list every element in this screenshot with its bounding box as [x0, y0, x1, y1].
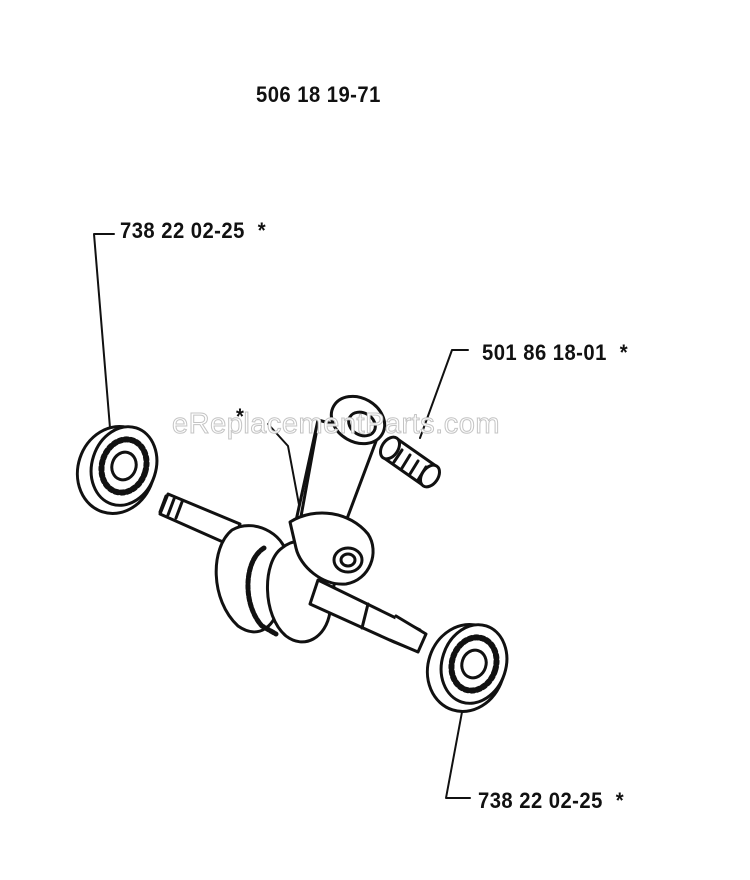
- part-label-bearing-bottom: 738 22 02-25 *: [478, 788, 624, 814]
- ball-bearing-top: [75, 425, 159, 515]
- part-marker: *: [615, 788, 625, 813]
- part-marker: *: [257, 218, 267, 243]
- leader-lines: [93, 233, 471, 799]
- part-number: 501 86 18-01: [482, 340, 607, 365]
- connecting-rod-marker: *: [236, 404, 245, 429]
- crankshaft-right-shaft: [308, 578, 428, 654]
- assembly-number: 506 18 19-71: [256, 82, 381, 107]
- part-marker: *: [619, 340, 629, 365]
- part-number: 738 22 02-25: [478, 788, 603, 813]
- part-label-bearing-top: 738 22 02-25 *: [120, 218, 266, 244]
- needle-bearing: [378, 435, 442, 489]
- part-number: 738 22 02-25: [120, 218, 245, 243]
- crank-webs: [214, 511, 375, 644]
- ball-bearing-bottom: [425, 623, 509, 713]
- part-label-needle-bearing: 501 86 18-01 *: [482, 340, 628, 366]
